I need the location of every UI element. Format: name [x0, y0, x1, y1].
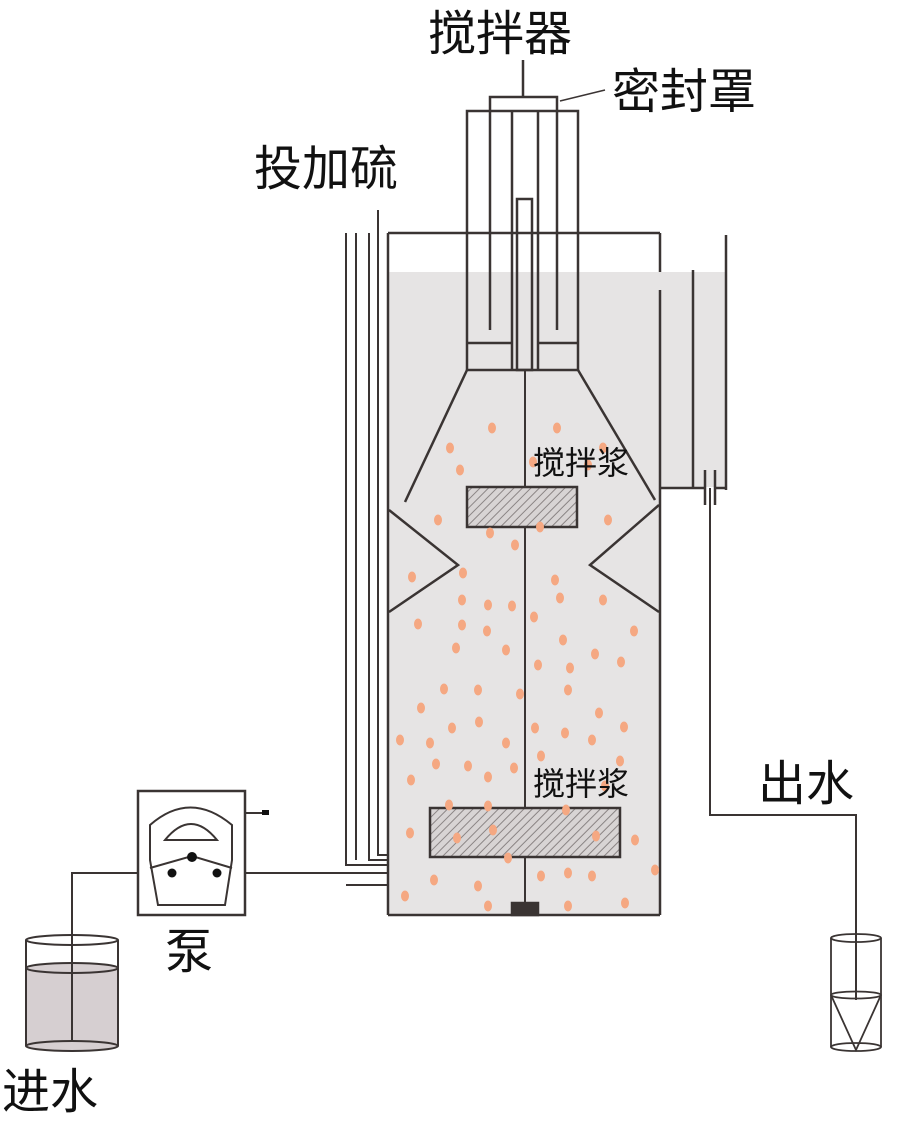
sludge-particle: [592, 830, 600, 842]
separator-cone: [388, 369, 660, 614]
label-seal-cover: 密封罩: [612, 64, 757, 120]
sludge-particle: [584, 459, 592, 471]
label-stirrer: 搅拌器: [428, 6, 573, 62]
sludge-particle: [599, 442, 607, 454]
sludge-particle: [401, 890, 409, 902]
paddle-upper: [465, 485, 579, 529]
sludge-particle: [502, 737, 510, 749]
label-pump: 泵: [165, 924, 214, 980]
sludge-particle: [504, 852, 512, 864]
sludge-particle: [475, 716, 483, 728]
sludge-particle: [510, 762, 518, 774]
sludge-particle: [406, 827, 414, 839]
sludge-particle: [620, 721, 628, 733]
sludge-particle: [530, 611, 538, 623]
label-paddle-lower: 搅拌浆: [533, 765, 630, 803]
sludge-particle: [453, 832, 461, 844]
sludge-particle: [630, 625, 638, 637]
sludge-particle: [511, 539, 519, 551]
sludge-particle: [484, 771, 492, 783]
sludge-particle: [432, 758, 440, 770]
sludge-particle: [417, 702, 425, 714]
sludge-particle: [456, 464, 464, 476]
effluent-collector: [830, 933, 882, 1053]
sludge-particle: [486, 527, 494, 539]
sludge-particle: [616, 755, 624, 767]
sludge-particle: [588, 870, 596, 882]
sludge-particle: [595, 707, 603, 719]
sludge-particle: [537, 750, 545, 762]
sludge-particle: [516, 688, 524, 700]
sludge-particle: [601, 780, 609, 792]
sludge-particle: [599, 594, 607, 606]
sulfur-dosing-pipe: [345, 210, 388, 886]
sludge-particle: [556, 592, 564, 604]
sludge-particle: [502, 644, 510, 656]
sludge-particle: [458, 619, 466, 631]
sludge-particle: [474, 684, 482, 696]
sludge-particle: [553, 422, 561, 434]
sludge-particle: [464, 760, 472, 772]
label-sulfur-dosing: 投加硫: [254, 141, 399, 197]
sludge-particle: [446, 442, 454, 454]
sludge-particle: [564, 900, 572, 912]
sludge-particle: [448, 722, 456, 734]
effluent-pipe: [709, 488, 857, 1000]
sludge-particle: [459, 567, 467, 579]
stirrer-housing: [465, 109, 580, 372]
sludge-particle: [621, 897, 629, 909]
sludge-particle: [536, 521, 544, 533]
label-influent: 进水: [2, 1064, 99, 1120]
sludge-particle: [531, 722, 539, 734]
sludge-particle: [566, 662, 574, 674]
reactor-vessel: [386, 231, 662, 917]
pump: [136, 789, 269, 917]
sludge-particle: [562, 804, 570, 816]
sludge-particle: [617, 656, 625, 668]
sludge-particle: [561, 727, 569, 739]
sludge-particle: [430, 874, 438, 886]
sludge-particle: [434, 514, 442, 526]
sludge-particle: [651, 864, 659, 876]
stirrer-base: [510, 901, 540, 917]
sludge-particle: [488, 422, 496, 434]
sludge-particle: [484, 900, 492, 912]
sludge-particle: [396, 734, 404, 746]
sludge-particle: [474, 880, 482, 892]
sludge-particle: [559, 634, 567, 646]
sludge-particle: [440, 683, 448, 695]
sludge-particle: [458, 594, 466, 606]
sludge-particle: [445, 799, 453, 811]
sludge-particle: [414, 618, 422, 630]
sludge-particle: [537, 870, 545, 882]
sludge-particle: [564, 684, 572, 696]
sludge-particle: [591, 648, 599, 660]
sludge-particle: [484, 800, 492, 812]
sludge-particle: [408, 571, 416, 583]
sludge-particle: [452, 642, 460, 654]
sludge-particle: [551, 574, 559, 586]
sludge-particle: [407, 774, 415, 786]
label-effluent: 出水: [758, 756, 855, 812]
sludge-particle: [484, 599, 492, 611]
sludge-particle: [508, 600, 516, 612]
sludge-particle: [489, 824, 497, 836]
paddle-lower: [428, 806, 622, 859]
sludge-particle: [631, 834, 639, 846]
sludge-particle: [426, 737, 434, 749]
sludge-particle: [564, 867, 572, 879]
sludge-particle: [588, 734, 596, 746]
influent-tank: [25, 873, 119, 1052]
overflow-weir: [660, 235, 728, 505]
label-paddle-upper: 搅拌浆: [533, 444, 630, 482]
sludge-particle: [534, 659, 542, 671]
sludge-particle: [483, 625, 491, 637]
sludge-particle: [604, 514, 612, 526]
sludge-particle: [529, 456, 537, 468]
sludge-particles: [396, 422, 659, 912]
